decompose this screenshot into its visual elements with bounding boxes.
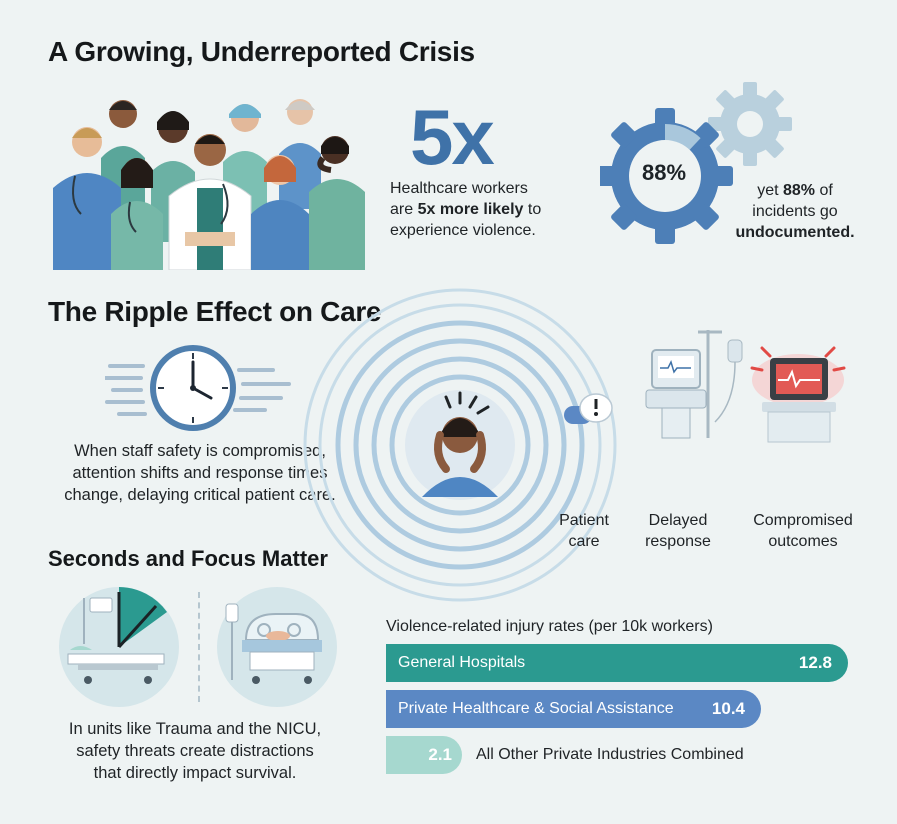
ripple-label-delayed-response: Delayed response: [630, 510, 726, 552]
small-gear-icon: [708, 82, 792, 166]
trauma-unit-icon: [59, 587, 179, 707]
seconds-text-line-3: that directly impact survival.: [93, 764, 297, 782]
ripple-label-compromised-outcomes: Compromised outcomes: [740, 510, 866, 552]
seconds-text: In units like Trauma and the NICU, safet…: [40, 718, 350, 784]
stat-5x-line-3: experience violence.: [390, 222, 536, 239]
ripple-text-line-3: change, delaying critical patient care.: [64, 486, 336, 504]
big-gear-icon: [600, 108, 733, 244]
nicu-incubator-icon: [217, 587, 337, 707]
bar-label-general-hospitals: General Hospitals: [398, 654, 526, 671]
headline: A Growing, Underreported Crisis: [48, 36, 475, 67]
stat-88-line-3: undocumented.: [735, 224, 855, 241]
bar-value-general-hospitals: 12.8: [798, 653, 832, 672]
ripple-label-3-line-2: outcomes: [768, 533, 838, 550]
ripple-text-line-2: attention shifts and response times: [72, 464, 328, 482]
stress-marks-icon: [444, 391, 490, 415]
ripple-label-patient-care: Patient care: [548, 510, 620, 552]
section-divider: [198, 592, 200, 702]
bar-label-private-healthcare: Private Healthcare & Social Assistance: [398, 700, 674, 717]
ripple-label-2-line-2: response: [645, 533, 711, 550]
bar-value-private-healthcare: 10.4: [711, 699, 745, 718]
bar-chart: General Hospitals 12.8 Private Healthcar…: [386, 644, 848, 778]
ripple-text-line-1: When staff safety is compromised,: [74, 442, 326, 460]
alarm-monitor-icon: [750, 346, 846, 443]
ripple-label-1-line-2: care: [568, 533, 600, 550]
seconds-text-line-1: In units like Trauma and the NICU,: [68, 720, 322, 738]
stat-88-line-1: yet 88% of: [757, 182, 833, 199]
stat-5x-line-1: Healthcare workers: [390, 180, 528, 197]
ripple-label-3-line-1: Compromised: [753, 512, 853, 529]
ripple-label-2-line-1: Delayed: [648, 512, 708, 529]
stat-88-text: yet 88% of incidents go undocumented.: [720, 180, 870, 243]
bar-private-healthcare: Private Healthcare & Social Assistance 1…: [386, 690, 761, 728]
patient-monitor-icon: [645, 330, 743, 439]
gear-88-graphic: [600, 82, 792, 244]
bar-label-all-other-industries: All Other Private Industries Combined: [476, 746, 744, 763]
speech-bubble-icon: [564, 393, 613, 424]
seconds-title: Seconds and Focus Matter: [48, 546, 328, 571]
ripple-text: When staff safety is compromised, attent…: [40, 440, 360, 506]
stat-88-line-2: incidents go: [752, 203, 838, 220]
stat-5x-value: 5x: [410, 93, 495, 181]
bar-value-all-other-industries: 2.1: [428, 745, 452, 764]
clock-icon: [105, 345, 291, 431]
chart-title: Violence-related injury rates (per 10k w…: [386, 618, 713, 635]
ripple-title: The Ripple Effect on Care: [48, 296, 382, 327]
seconds-text-line-2: safety threats create distractions: [76, 742, 314, 760]
ripple-circles-graphic: [303, 288, 617, 602]
stat-88-value: 88%: [641, 160, 687, 185]
ripple-label-1-line-1: Patient: [559, 512, 609, 529]
stat-5x-text: Healthcare workers are 5x more likely to…: [390, 178, 541, 241]
healthcare-workers-illustration: [53, 99, 365, 270]
stat-5x-line-2: are 5x more likely to: [390, 201, 542, 218]
bar-general-hospitals: General Hospitals 12.8: [386, 644, 848, 682]
bar-all-other-industries: 2.1: [386, 736, 462, 774]
